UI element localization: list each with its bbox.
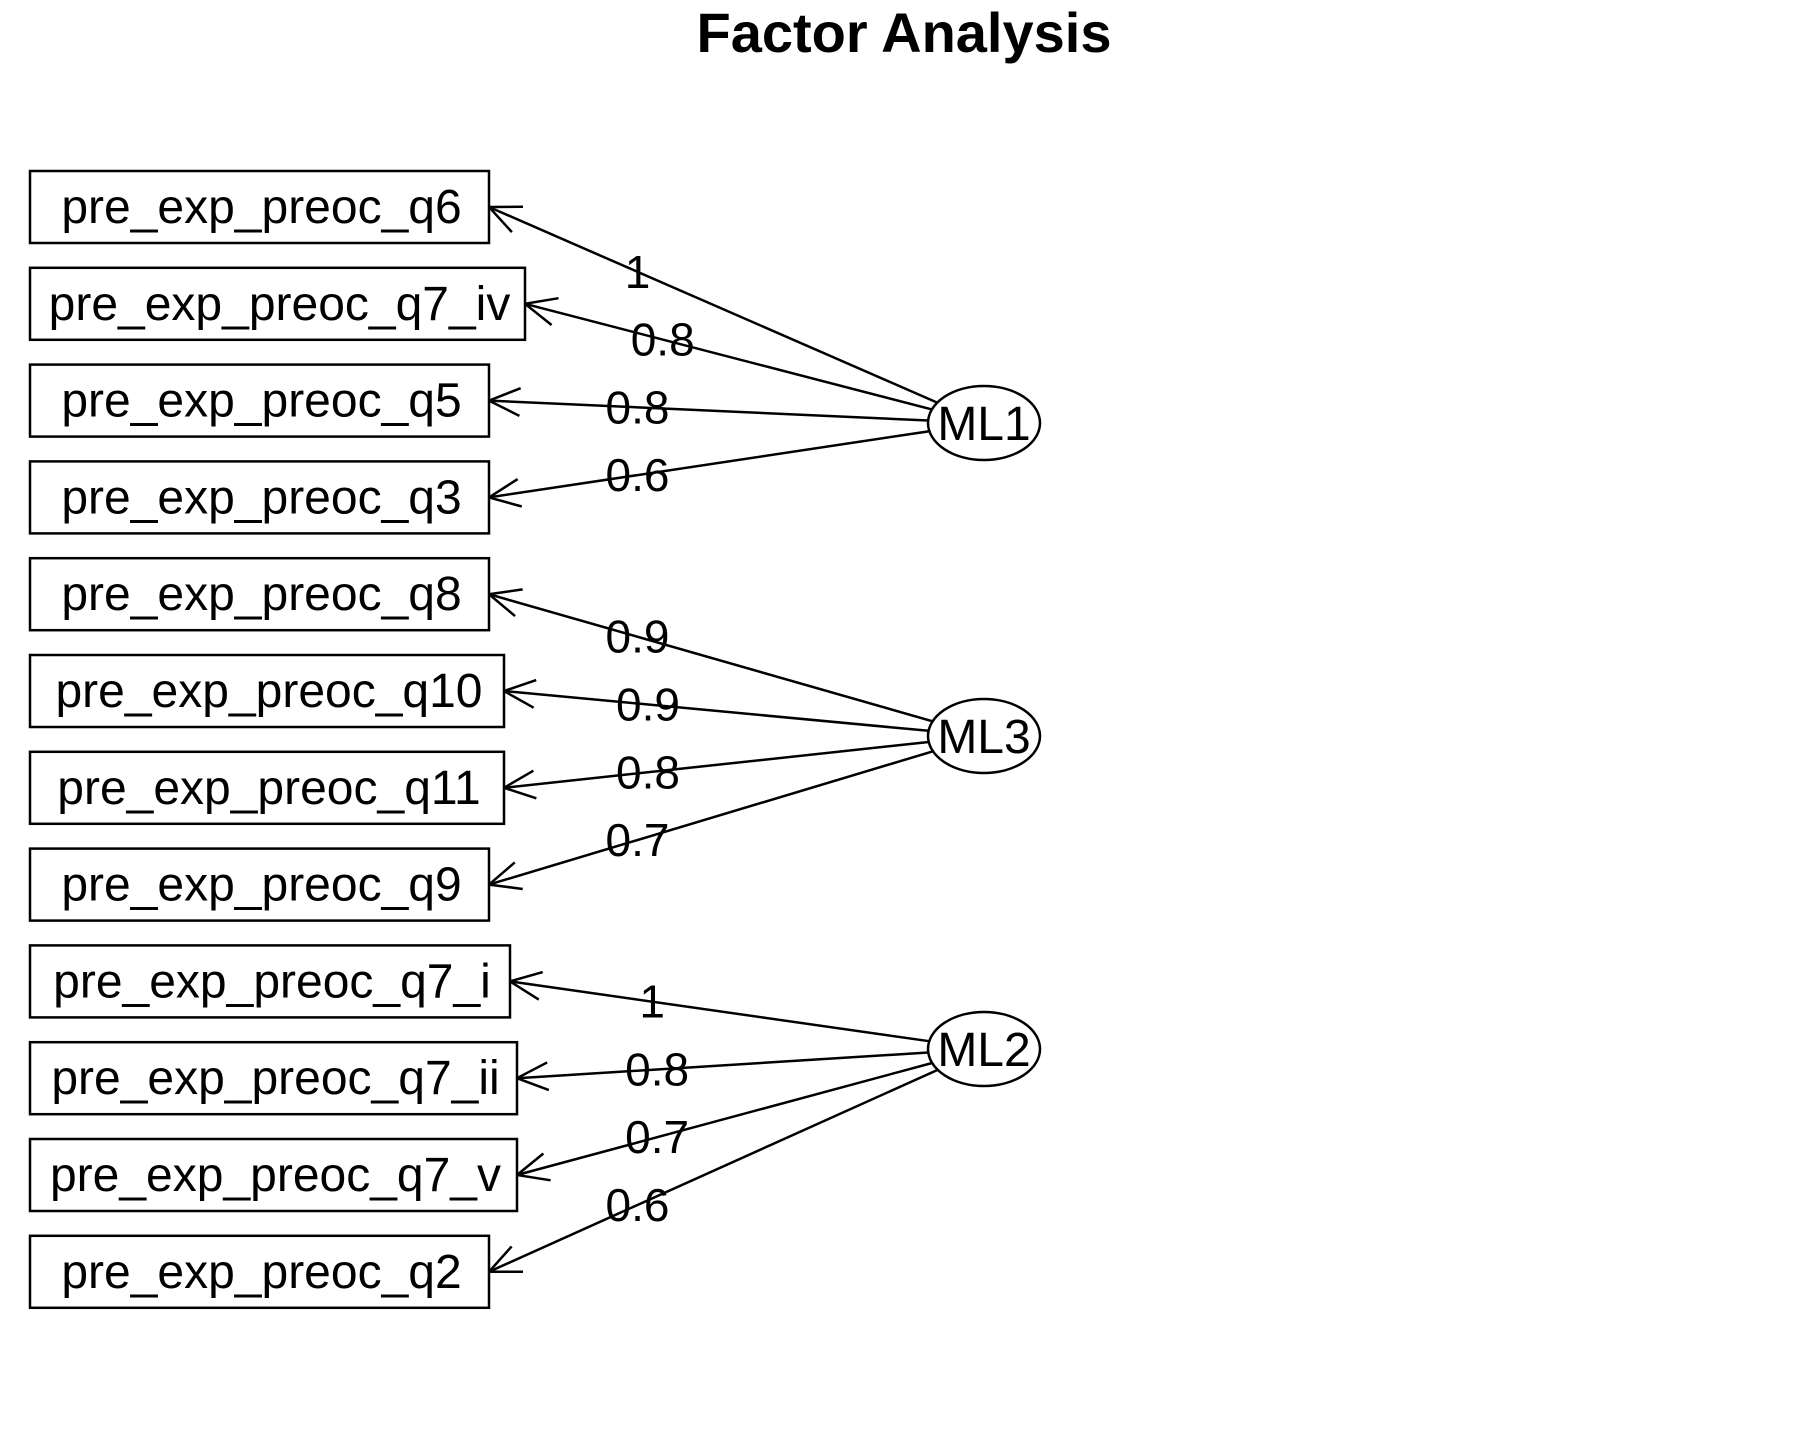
factor-label: ML3 (937, 711, 1030, 764)
loading-labels: 1 0.8 0.8 0.6 0.9 0.9 0.8 0.7 1 0.8 0.7 0.6 (606, 246, 695, 1231)
loading-value: 0.8 (625, 1043, 689, 1095)
loading-value: 0.7 (606, 814, 670, 866)
factor-ellipse (926, 1010, 1042, 1088)
factor-ellipse (926, 697, 1042, 775)
variable-box (28, 944, 512, 1019)
variable-box (28, 169, 491, 245)
loading-value: 0.8 (606, 381, 670, 433)
factor-label: ML2 (937, 1024, 1030, 1077)
factor-label: ML1 (937, 398, 1030, 451)
loading-path (503, 689, 929, 733)
variable-node: pre_exp_preoc_q11 (28, 750, 506, 826)
factor-ellipse (926, 384, 1042, 462)
factor-node: ML1 (926, 384, 1042, 462)
variable-label: pre_exp_preoc_q5 (61, 375, 461, 428)
loading-value: 0.7 (625, 1111, 689, 1163)
variable-box (28, 750, 506, 826)
loading-path (488, 429, 930, 499)
variable-box (28, 266, 527, 342)
loading-path (509, 980, 930, 1043)
variable-node: pre_exp_preoc_q7_ii (28, 1040, 519, 1116)
variable-node: pre_exp_preoc_q2 (28, 1234, 491, 1310)
factor-node: ML3 (926, 697, 1042, 775)
variable-node: pre_exp_preoc_q8 (28, 556, 491, 632)
observed-variables: pre_exp_preoc_q6 pre_exp_preoc_q7_iv pre_e… (28, 169, 527, 1310)
loading-path (516, 1061, 933, 1177)
loading-path (488, 1068, 939, 1273)
variable-node: pre_exp_preoc_q9 (28, 847, 491, 922)
loading-value: 0.8 (616, 746, 680, 798)
loading-paths (485, 205, 939, 1274)
variable-label: pre_exp_preoc_q10 (55, 665, 482, 718)
variable-box (28, 1040, 519, 1116)
variable-label: pre_exp_preoc_q3 (61, 471, 461, 524)
diagram-title: Factor Analysis (697, 1, 1112, 64)
factor-node: ML2 (926, 1010, 1042, 1088)
variable-label: pre_exp_preoc_q6 (61, 181, 461, 234)
variable-node: pre_exp_preoc_q7_i (28, 944, 512, 1019)
variable-label: pre_exp_preoc_q2 (61, 1246, 461, 1299)
loading-path (524, 302, 933, 411)
variable-label: pre_exp_preoc_q7_v (50, 1149, 501, 1202)
variable-label: pre_exp_preoc_q8 (61, 568, 461, 621)
variable-node: pre_exp_preoc_q7_iv (28, 266, 527, 342)
variable-box (28, 1137, 519, 1213)
variable-label: pre_exp_preoc_q9 (61, 859, 461, 912)
loading-path (488, 750, 934, 886)
variable-node: pre_exp_preoc_q5 (28, 363, 491, 438)
loading-value: 1 (625, 246, 651, 298)
variable-label: pre_exp_preoc_q11 (57, 762, 480, 815)
loading-path (516, 1051, 929, 1080)
variable-label: pre_exp_preoc_q7_iv (49, 278, 511, 331)
variable-label: pre_exp_preoc_q7_i (53, 955, 491, 1008)
loading-value: 0.9 (606, 611, 670, 663)
loading-path (503, 740, 929, 790)
variable-box (28, 653, 506, 729)
variable-node: pre_exp_preoc_q3 (28, 460, 491, 535)
loading-value: 0.6 (606, 449, 670, 501)
variable-node: pre_exp_preoc_q7_v (28, 1137, 519, 1213)
loading-path (488, 592, 933, 723)
loading-value: 1 (639, 976, 665, 1028)
variable-node: pre_exp_preoc_q10 (28, 653, 506, 729)
variable-box (28, 847, 491, 922)
variable-label: pre_exp_preoc_q7_ii (51, 1052, 499, 1105)
variable-box (28, 460, 491, 535)
loading-value: 0.9 (616, 679, 680, 731)
loading-path (488, 399, 929, 422)
loading-path (488, 205, 938, 404)
loading-value: 0.6 (606, 1179, 670, 1231)
variable-box (28, 556, 491, 632)
loading-value: 0.8 (631, 314, 695, 366)
variable-box (28, 1234, 491, 1310)
variable-node: pre_exp_preoc_q6 (28, 169, 491, 245)
variable-box (28, 363, 491, 438)
